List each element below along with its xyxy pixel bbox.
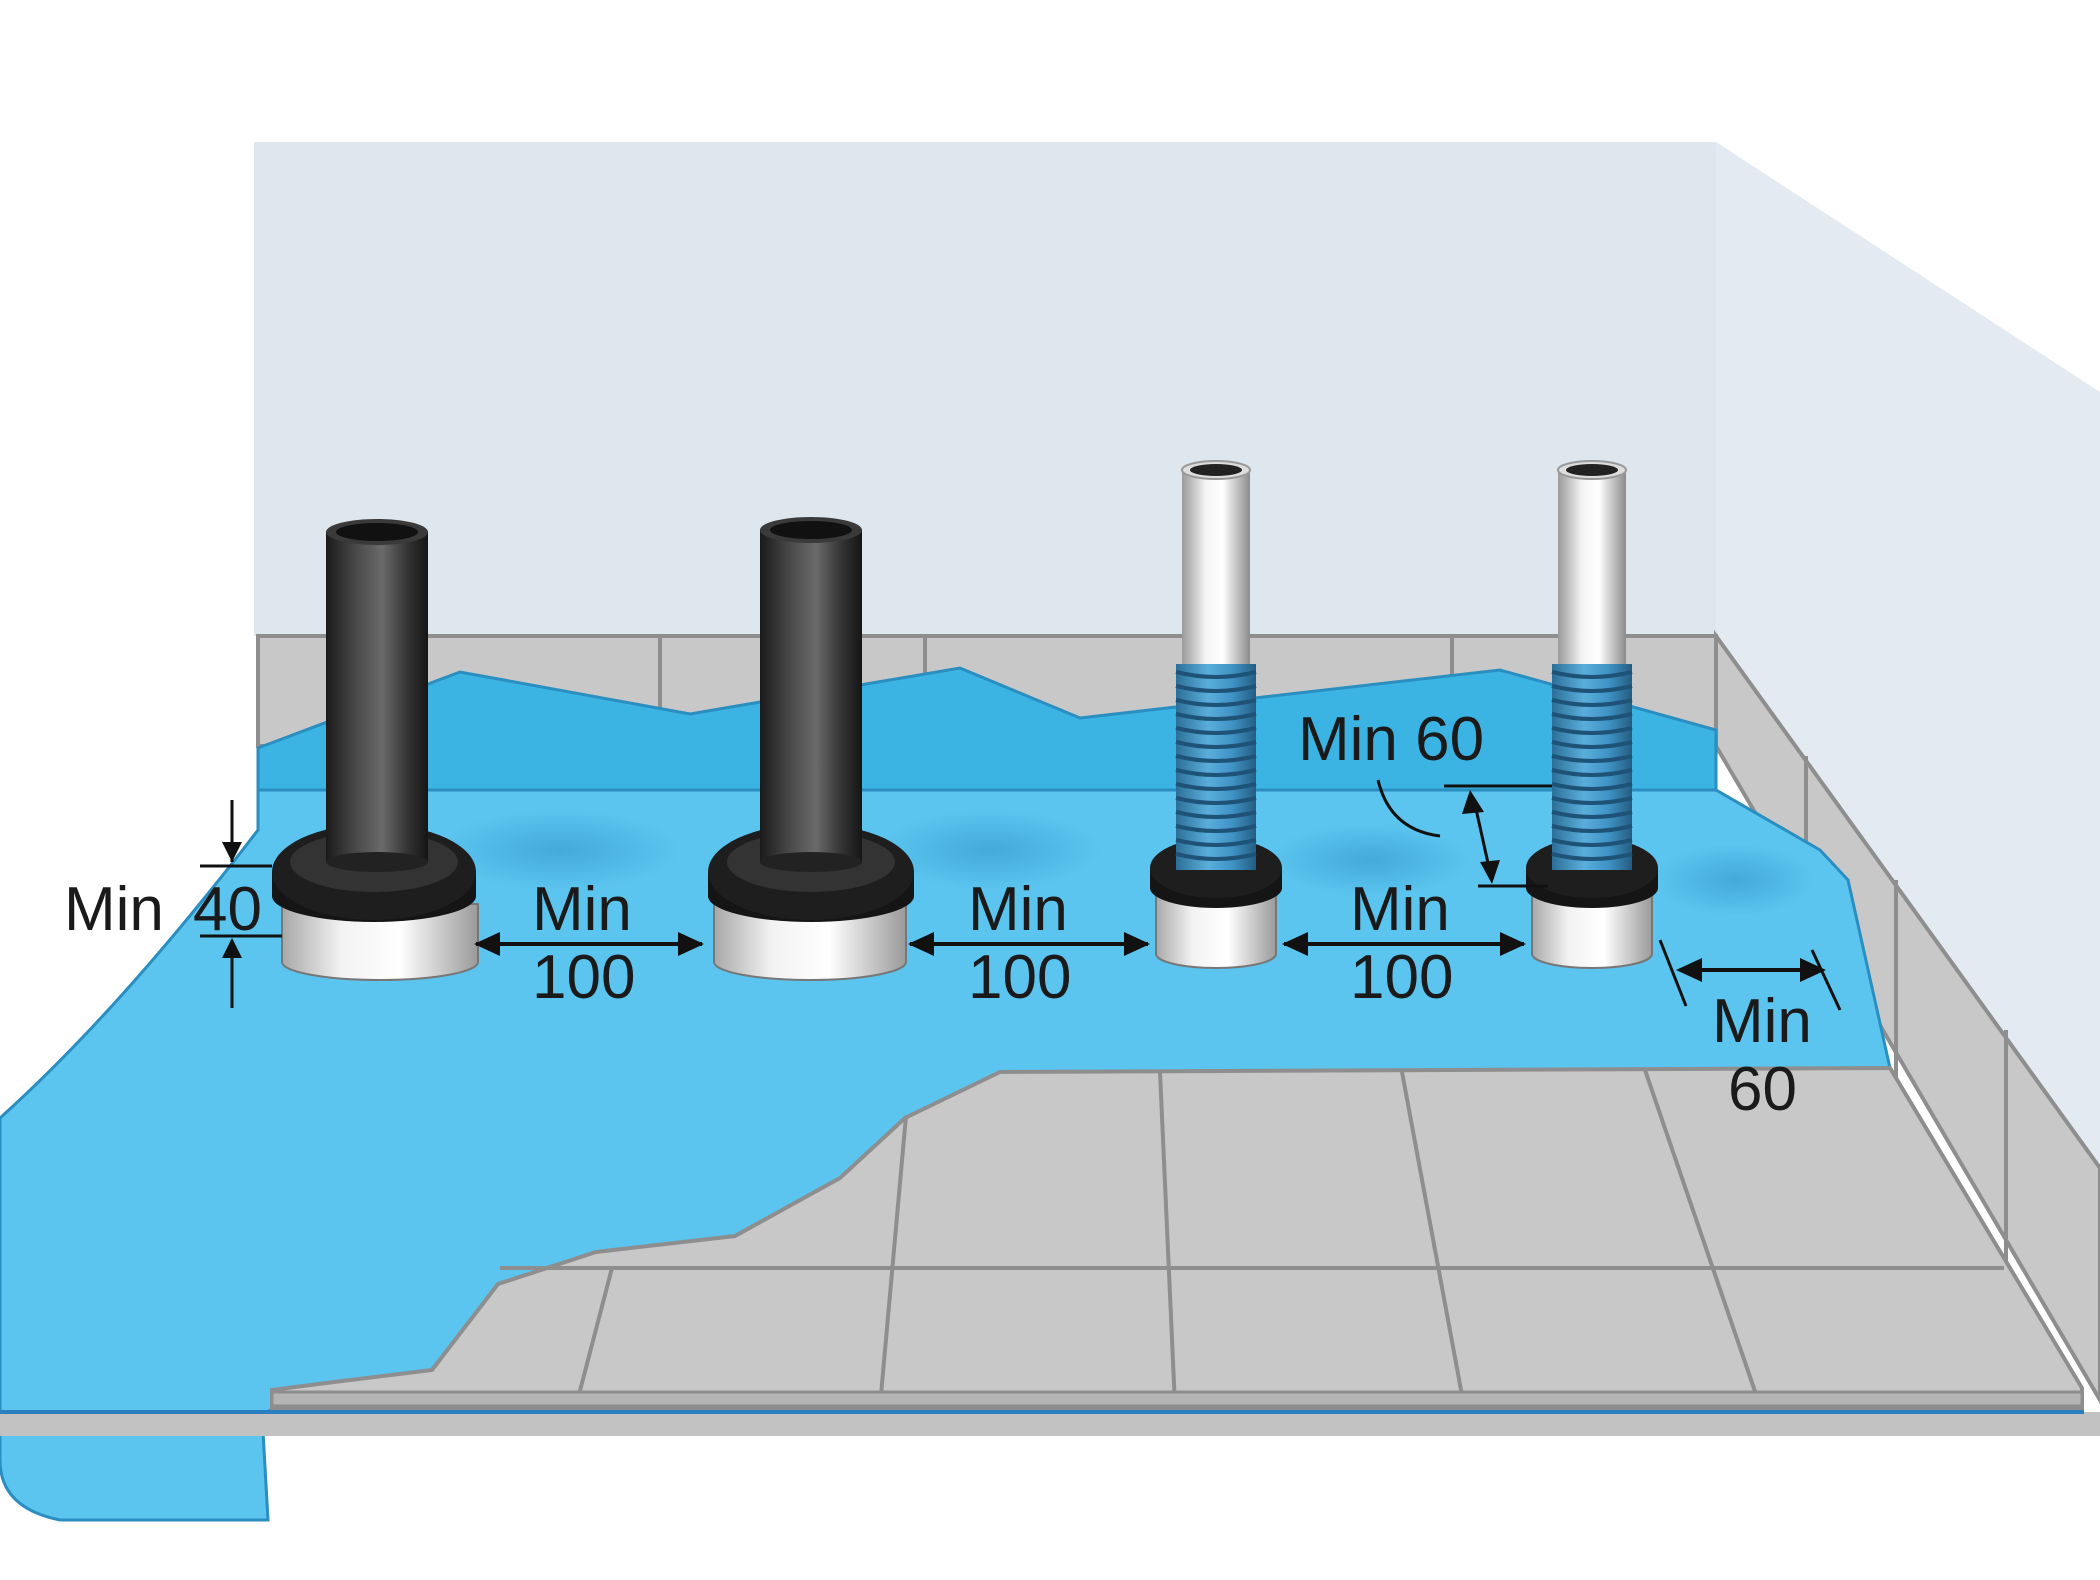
- sleeve-rib: [1551, 782, 1633, 791]
- sleeve-rib: [1175, 684, 1257, 693]
- sleeve-rib: [1551, 754, 1633, 763]
- gap-1-word: Min: [532, 875, 632, 944]
- floor-base: [0, 1412, 2100, 1436]
- sleeve-rib: [1551, 824, 1633, 833]
- sleeve-rib: [1551, 712, 1633, 721]
- sleeved-pipe-4: [1526, 460, 1658, 969]
- sleeve-rib: [1551, 684, 1633, 693]
- sleeve-rib: [1175, 712, 1257, 721]
- dimension-min-40: [200, 800, 282, 1008]
- min-40-value: 40: [193, 875, 262, 944]
- sleeve-rib: [1551, 796, 1633, 805]
- pipe-gap-label: Min 60: [1298, 705, 1484, 774]
- back-wall: [254, 142, 1716, 636]
- edge-word: Min: [1712, 987, 1812, 1056]
- edge-value: 60: [1728, 1055, 1797, 1124]
- sleeve-rib: [1551, 810, 1633, 819]
- dark-pipe-1: [272, 519, 479, 981]
- sleeved-pipe-3: [1150, 460, 1282, 969]
- gap-2-value: 100: [968, 943, 1071, 1012]
- sleeve-rib: [1175, 852, 1257, 861]
- sleeve-rib: [1175, 740, 1257, 749]
- gap-2-word: Min: [968, 875, 1068, 944]
- dimension-gap-2: [908, 932, 1150, 956]
- floor-edge: [270, 1390, 2084, 1408]
- pipe-shadows: [440, 810, 1815, 916]
- dimension-pipe-gap: [1376, 779, 1552, 888]
- dark-pipe-2: [708, 517, 914, 981]
- sleeve-rib: [1551, 838, 1633, 847]
- dimension-gap-1: [474, 932, 704, 956]
- sleeve-rib: [1175, 698, 1257, 707]
- sleeve-rib: [1551, 726, 1633, 735]
- gap-3-word: Min: [1350, 875, 1450, 944]
- sleeve-rib: [1175, 824, 1257, 833]
- gap-3-value: 100: [1350, 943, 1453, 1012]
- sleeve-rib: [1175, 670, 1257, 679]
- floor-tile-joints: [500, 1069, 2004, 1407]
- sleeve-rib: [1175, 726, 1257, 735]
- sleeve-rib: [1175, 782, 1257, 791]
- sleeve-rib: [1175, 796, 1257, 805]
- sleeve-rib: [1175, 810, 1257, 819]
- sleeve-rib: [1551, 740, 1633, 749]
- min-40-word: Min: [64, 875, 164, 944]
- sleeve-rib: [1175, 838, 1257, 847]
- dimension-edge: [1658, 939, 1842, 1011]
- sleeve-rib: [1175, 754, 1257, 763]
- dimension-gap-3: [1282, 932, 1526, 956]
- sleeve-rib: [1551, 852, 1633, 861]
- sleeve-rib: [1551, 670, 1633, 679]
- membrane-wall-upstand: [256, 666, 1718, 792]
- sleeve-rib: [1551, 768, 1633, 777]
- gap-1-value: 100: [532, 943, 635, 1012]
- sleeve-rib: [1551, 698, 1633, 707]
- sleeve-rib: [1175, 768, 1257, 777]
